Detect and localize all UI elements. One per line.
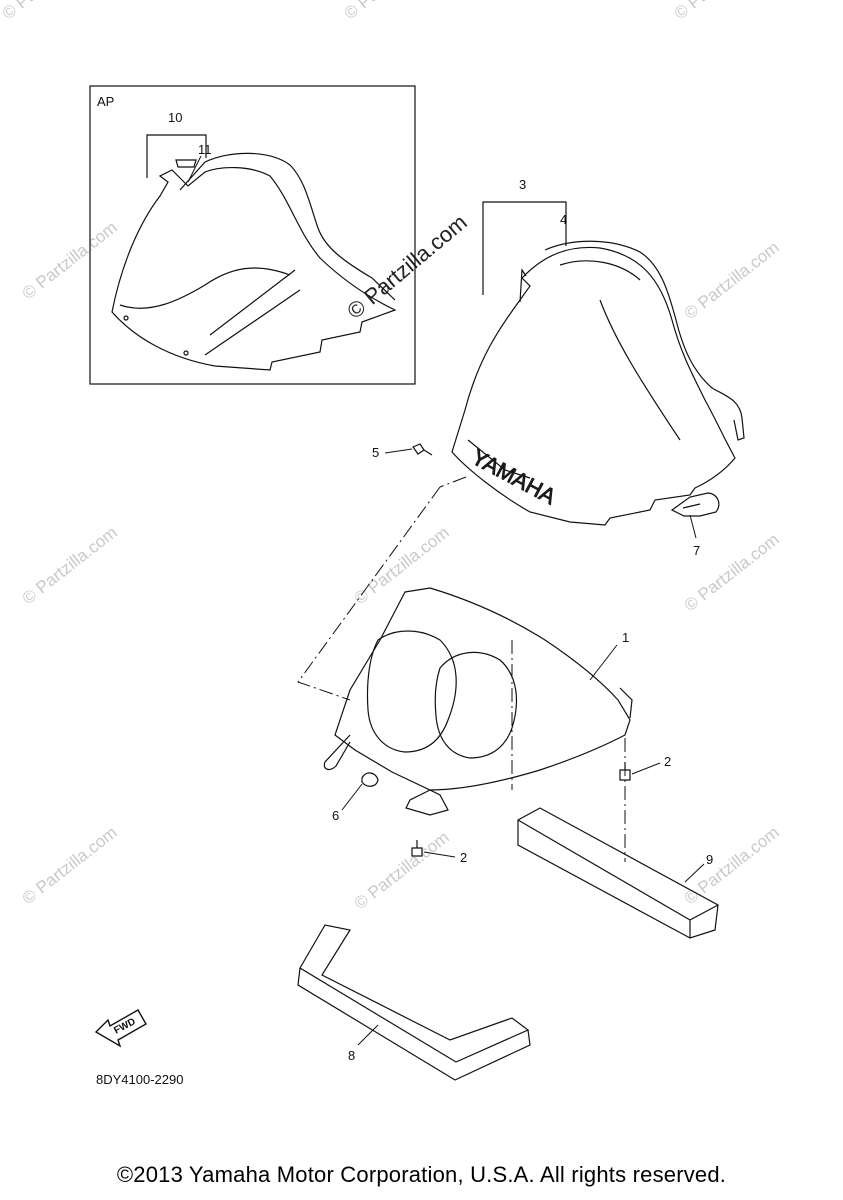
callout-2: 2	[664, 754, 671, 769]
windshield	[412, 201, 745, 526]
callout-11: 11	[198, 142, 212, 157]
watermark: © Partzilla.com	[19, 823, 121, 909]
watermark-center: © Partzilla.com	[342, 209, 472, 323]
foam-9	[517, 807, 719, 939]
inset-ap: AP	[89, 85, 416, 385]
fasteners	[361, 762, 631, 857]
copyright-notice: ©2013 Yamaha Motor Corporation, U.S.A. A…	[116, 1162, 727, 1187]
diagram-part-code: 8DY4100-2290	[96, 1072, 184, 1087]
leaders	[297, 476, 626, 862]
callout-4: 4	[560, 212, 567, 227]
windshield-logo: YAMAHA	[468, 444, 561, 509]
watermark: © Partzilla.com	[681, 238, 783, 324]
callout-leaders	[187, 155, 705, 1046]
watermark: © Partzilla.com	[19, 218, 121, 304]
watermarks: © Partzilla.com © Partzilla.com © Partzi…	[0, 0, 783, 913]
watermark: © Partzilla.com	[671, 0, 773, 23]
callout-3: 3	[519, 177, 526, 192]
callout-10: 10	[168, 110, 182, 125]
callout-9: 9	[706, 852, 713, 867]
foam-8	[297, 924, 531, 1081]
watermark: © Partzilla.com	[19, 523, 121, 609]
watermark: © Partzilla.com	[351, 828, 453, 914]
watermark: © Partzilla.com	[341, 0, 443, 23]
cowl	[323, 587, 633, 816]
callout-8: 8	[348, 1048, 355, 1063]
fwd-arrow-icon: FWD	[94, 1009, 147, 1048]
callouts: 1 2 2 3 4 5 6 7 8 9 10 11	[168, 110, 713, 1063]
watermark: © Partzilla.com	[681, 823, 783, 909]
callout-7: 7	[693, 543, 700, 558]
watermark: © Partzilla.com	[0, 0, 101, 23]
inset-label: AP	[97, 94, 114, 109]
callout-1: 1	[622, 630, 629, 645]
watermark: © Partzilla.com	[351, 523, 453, 609]
callout-2: 2	[460, 850, 467, 865]
callout-6: 6	[332, 808, 339, 823]
callout-5: 5	[372, 445, 379, 460]
